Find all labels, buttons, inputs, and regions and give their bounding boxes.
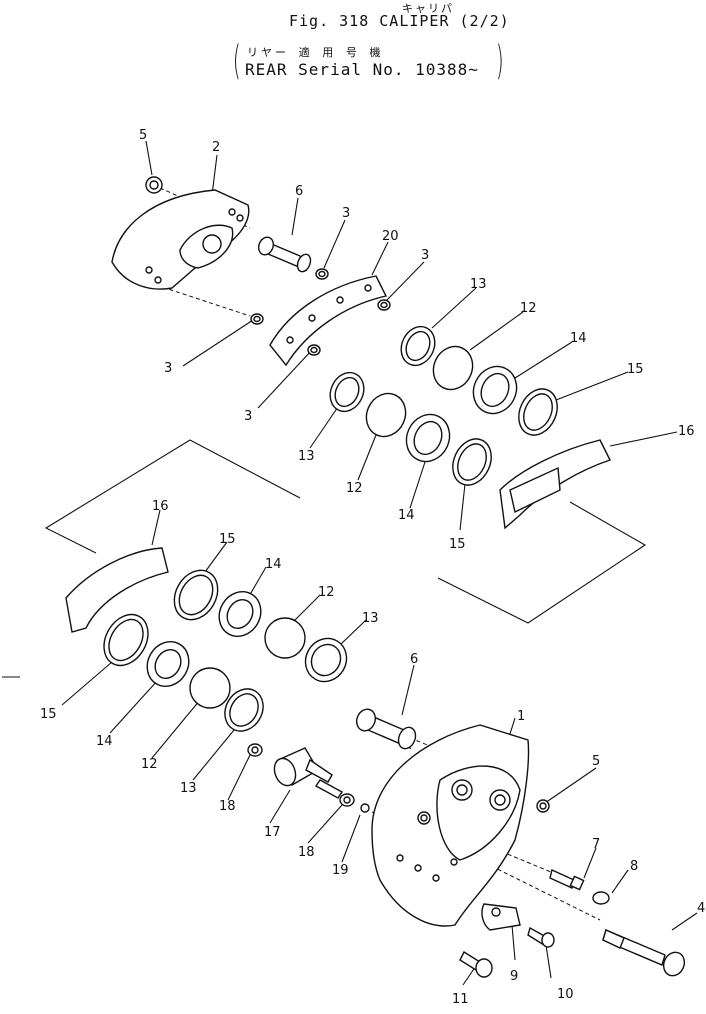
assembly-guide-lines (2, 439, 647, 678)
callout-13: 13 (180, 781, 197, 796)
callout-14: 14 (96, 734, 113, 749)
callout-8: 8 (630, 859, 638, 874)
brake-pad-right (499, 439, 611, 530)
callout-12: 12 (141, 757, 158, 772)
callout-4: 4 (697, 901, 705, 916)
callout-3: 3 (164, 361, 172, 376)
cap-8 (592, 891, 610, 905)
serial-number-label: REAR Serial No. 10388~ (245, 60, 479, 79)
callout-15: 15 (449, 537, 466, 552)
callout-14: 14 (398, 508, 415, 523)
guide-pin-upper (257, 236, 312, 273)
callout-3: 3 (244, 409, 252, 424)
callout-16: 16 (152, 499, 169, 514)
callout-3: 3 (342, 206, 350, 221)
bracket-left: ( (232, 38, 241, 84)
callout-19: 19 (332, 863, 349, 878)
caliper-body-upper (111, 189, 250, 290)
bracket-9 (481, 903, 521, 931)
callout-20: 20 (382, 229, 399, 244)
callout-10: 10 (557, 987, 574, 1002)
callout-14: 14 (570, 331, 587, 346)
bolt-7 (549, 869, 585, 891)
bolt-4 (602, 929, 686, 977)
bolt-11 (459, 950, 493, 978)
callout-9: 9 (510, 969, 518, 984)
caliper-plate (269, 275, 388, 367)
callout-13: 13 (362, 611, 379, 626)
callout-17: 17 (264, 825, 281, 840)
callout-15: 15 (219, 532, 236, 547)
applicability-label: リヤー 適 用 号 機 (247, 46, 384, 59)
callout-7: 7 (592, 837, 600, 852)
callout-6: 6 (410, 652, 418, 667)
bracket-right: ) (495, 38, 504, 84)
callout-18: 18 (219, 799, 236, 814)
callout-5: 5 (592, 754, 600, 769)
figure-title: Fig. 318 CALIPER (2/2) (289, 12, 510, 30)
brake-pad-left (65, 547, 169, 633)
callout-3: 3 (421, 248, 429, 263)
callout-18: 18 (298, 845, 315, 860)
small-rings (247, 743, 370, 813)
caliper-body-main (371, 724, 530, 927)
callout-16: 16 (678, 424, 695, 439)
cylinder-plug (273, 747, 344, 799)
callout-5: 5 (139, 128, 147, 143)
piston-stack-upper (329, 325, 558, 486)
washer-upper (145, 176, 163, 194)
callout-13: 13 (298, 449, 315, 464)
bushings (250, 268, 391, 356)
callout-14: 14 (265, 557, 282, 572)
header-kana: キャリパ (402, 2, 454, 15)
callout-6: 6 (295, 184, 303, 199)
callout-12: 12 (346, 481, 363, 496)
piston-stack-lower (103, 569, 348, 732)
washer-lower (536, 799, 550, 813)
callout-1: 1 (517, 709, 525, 724)
guide-pin-lower (355, 708, 417, 750)
callout-15: 15 (627, 362, 644, 377)
callout-11: 11 (452, 992, 469, 1007)
callout-13: 13 (470, 277, 487, 292)
callout-12: 12 (318, 585, 335, 600)
callout-15: 15 (40, 707, 57, 722)
callout-12: 12 (520, 301, 537, 316)
callout-2: 2 (212, 140, 220, 155)
bolt-10 (527, 926, 555, 948)
